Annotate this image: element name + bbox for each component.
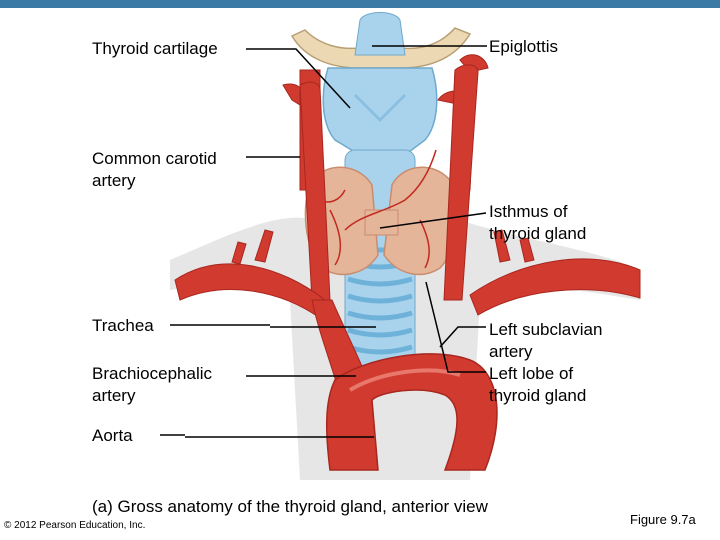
label-isthmus-of-thyroid-gland: Isthmus of thyroid gland bbox=[489, 202, 587, 243]
thyroid-vessels bbox=[319, 149, 437, 269]
label-left-lobe-of-thyroid-gland: Left lobe of thyroid gland bbox=[489, 364, 587, 405]
left-subclavian bbox=[469, 258, 641, 316]
label-common-carotid-artery: Common carotid artery bbox=[92, 149, 217, 190]
label-trachea: Trachea bbox=[92, 316, 154, 335]
figure-caption: (a) Gross anatomy of the thyroid gland, … bbox=[92, 497, 488, 516]
figure-number: Figure 9.7a bbox=[630, 512, 696, 527]
label-left-subclavian-artery: Left subclavian artery bbox=[489, 320, 603, 361]
label-thyroid-cartilage: Thyroid cartilage bbox=[92, 39, 218, 58]
aortic-arch bbox=[325, 353, 498, 471]
copyright-notice: © 2012 Pearson Education, Inc. bbox=[4, 520, 146, 531]
label-brachiocephalic-artery: Brachiocephalic artery bbox=[92, 364, 213, 405]
right-common-carotid bbox=[299, 81, 331, 301]
epiglottis bbox=[354, 12, 406, 56]
laryngeal-prominence bbox=[353, 93, 407, 123]
leader-lines bbox=[160, 45, 487, 438]
label-aorta: Aorta bbox=[92, 426, 133, 445]
top-accent-bar bbox=[0, 0, 720, 8]
thyroid-isthmus bbox=[364, 209, 399, 236]
left-common-carotid bbox=[443, 64, 479, 301]
label-epiglottis: Epiglottis bbox=[489, 37, 558, 56]
subclavian-branches bbox=[231, 229, 535, 265]
